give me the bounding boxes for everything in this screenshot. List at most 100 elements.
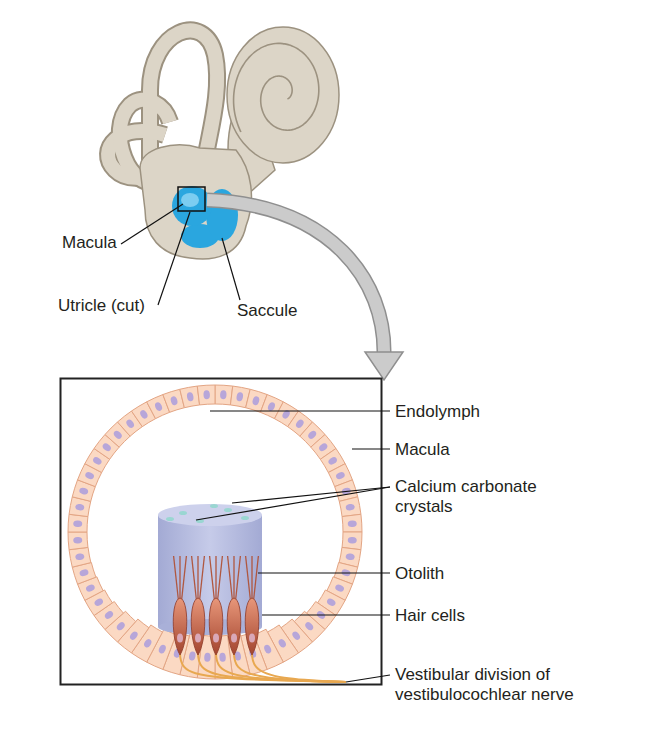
zoom-arrow (207, 200, 403, 380)
cell-nucleus (220, 390, 227, 399)
cell-nucleus (345, 503, 355, 511)
cochlea-spiral (234, 43, 319, 132)
nerve-fibre (234, 650, 346, 682)
cell-nucleus (219, 653, 226, 662)
cell-nucleus (103, 610, 114, 621)
cell-nucleus (143, 638, 153, 649)
cell-nucleus (78, 487, 88, 496)
cochlea (227, 27, 339, 163)
part-label: Vestibular division of vestibulocochlear… (395, 665, 625, 705)
cell-nucleus (73, 520, 82, 527)
cell-nucleus (348, 537, 357, 544)
stereocilium (210, 556, 215, 600)
leader-line (346, 675, 390, 682)
leader-line (158, 212, 190, 305)
stereocilium (200, 556, 205, 600)
cell-nucleus (92, 456, 103, 466)
stereocilium (215, 556, 216, 600)
cell-nucleus (73, 537, 82, 544)
epithelial-cell (215, 385, 233, 405)
macula-ring (68, 385, 362, 679)
cell-nucleus (291, 630, 302, 641)
nerve-fibre (180, 650, 346, 682)
epithelial-cell (197, 385, 215, 405)
cell-nucleus (75, 503, 85, 511)
hair-cell-nucleus (177, 634, 183, 643)
stereocilium (182, 556, 187, 600)
leader-line (196, 487, 390, 520)
cell-nucleus (236, 392, 244, 402)
arrow-shaft (207, 200, 384, 356)
stereocilium (197, 556, 198, 600)
cell-nucleus (75, 553, 85, 561)
cell-nucleus (304, 621, 315, 632)
cell-nucleus (170, 395, 179, 405)
arrow-head (365, 352, 403, 380)
stereocilium (228, 556, 233, 600)
otolith-top (158, 504, 262, 526)
detail-frame (61, 379, 382, 685)
part-label: Hair cells (395, 606, 595, 626)
hair-cell (173, 598, 187, 655)
epithelial-cell (342, 532, 362, 550)
cell-nucleus (79, 568, 89, 577)
crystal (241, 516, 249, 520)
hair-cell (245, 598, 259, 655)
cell-nucleus (263, 644, 273, 655)
leader-line (258, 572, 390, 573)
leader-lines (121, 204, 240, 305)
stereocilium (192, 556, 197, 600)
cell-nucleus (295, 418, 306, 429)
cell-nucleus (85, 583, 96, 593)
nerve-fibre (216, 650, 346, 682)
part-label: Macula (395, 440, 595, 460)
hair-cell-nucleus (195, 634, 201, 643)
stereocilium (174, 556, 179, 600)
cell-nucleus (335, 471, 346, 481)
macula-spot (181, 193, 199, 207)
cell-nucleus (203, 390, 210, 399)
leader-lines (196, 411, 390, 682)
part-label: Calcium carbonate crystals (395, 477, 555, 517)
cell-nucleus (334, 583, 345, 593)
hair-cells (173, 556, 346, 682)
cell-nucleus (204, 653, 211, 662)
crystal (166, 517, 174, 521)
zoom-box (178, 187, 205, 211)
epithelial-cell (339, 497, 361, 517)
cell-nucleus (318, 442, 329, 453)
hair-cell-nucleus (231, 634, 237, 643)
stereocilium (179, 556, 180, 600)
hair-cell-nucleus (213, 634, 219, 643)
leader-line (222, 238, 240, 300)
part-label: Otolith (395, 564, 595, 584)
stereocilium (254, 556, 259, 600)
epithelial-cell (68, 514, 88, 532)
crystal (210, 504, 218, 508)
epithelial-cell (68, 532, 88, 550)
leader-line (352, 448, 390, 449)
cell-nucleus (188, 651, 196, 661)
part-label: Macula (62, 233, 182, 253)
cell-nucleus (112, 429, 123, 440)
stereocilium (236, 556, 241, 600)
cell-nucleus (252, 395, 261, 405)
utricle (172, 186, 212, 226)
cell-nucleus (158, 644, 168, 655)
cell-nucleus (115, 621, 126, 632)
cell-nucleus (101, 442, 112, 453)
cell-nucleus (277, 638, 287, 649)
epithelial-cell (180, 386, 200, 408)
cell-nucleus (326, 597, 337, 607)
cell-nucleus (125, 418, 136, 429)
spiral-line (234, 43, 319, 132)
cell-nucleus (327, 456, 338, 466)
cell-nucleus (93, 597, 104, 607)
cell-nucleus (186, 392, 194, 402)
leader-line (210, 410, 390, 411)
cell-nucleus (307, 429, 318, 440)
cell-nucleus (348, 520, 357, 527)
crystal (224, 508, 232, 512)
